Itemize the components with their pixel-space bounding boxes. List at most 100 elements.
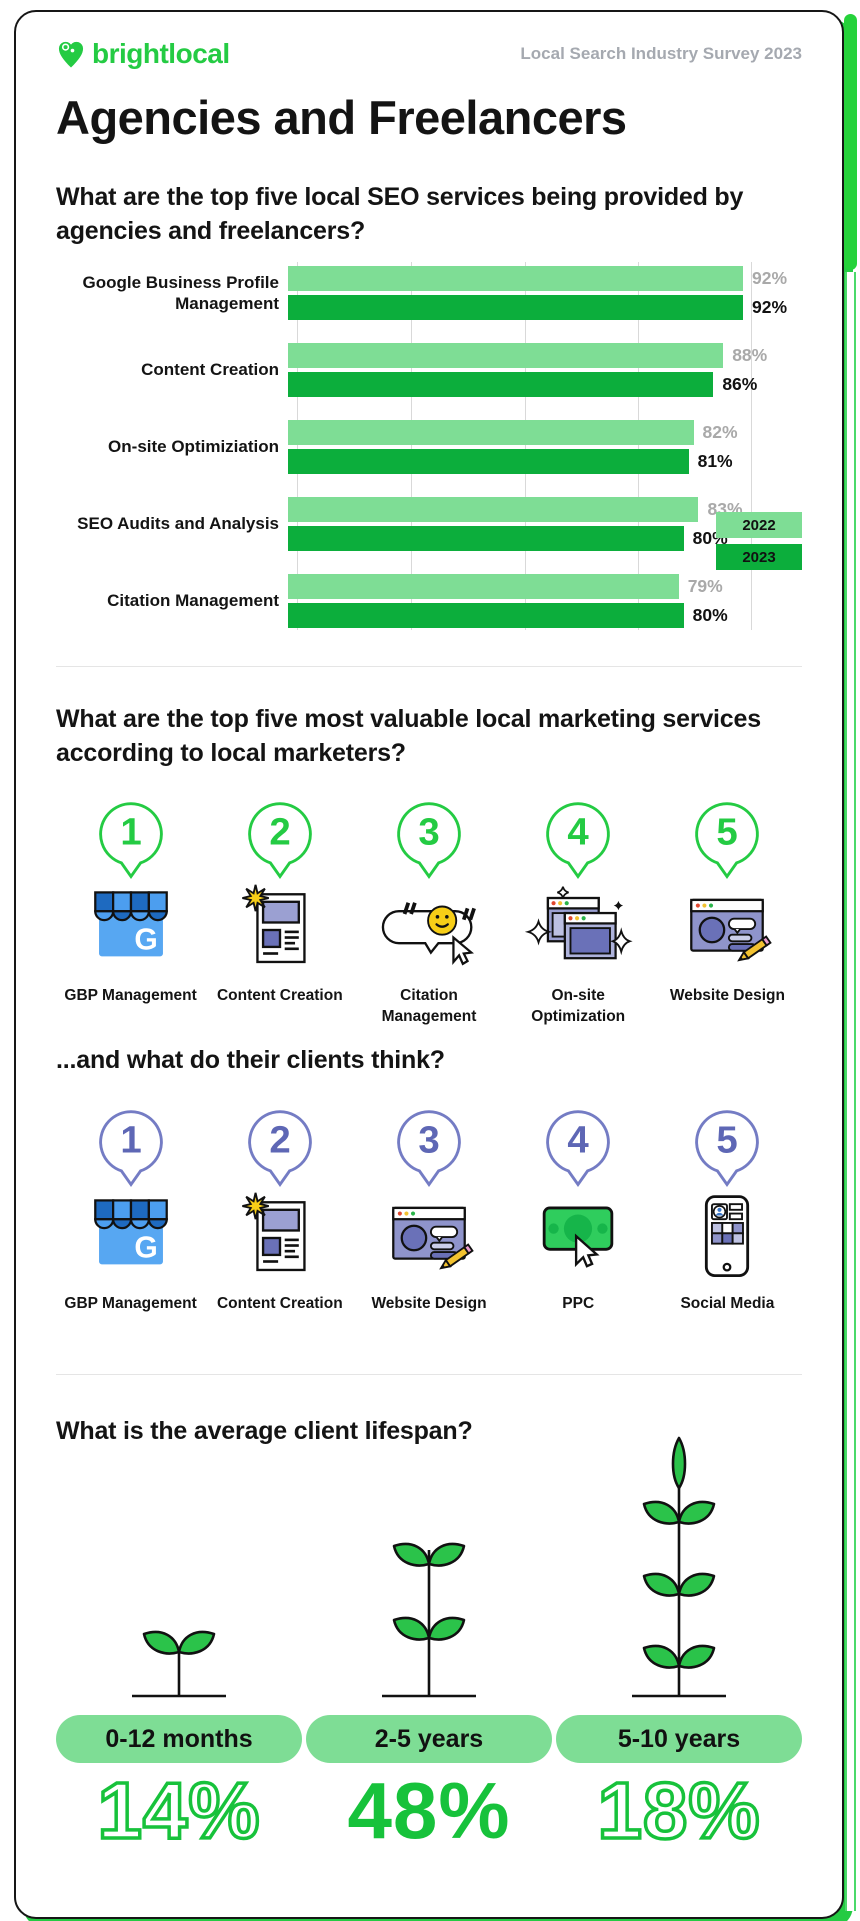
rank-5-pin-icon: 5 <box>695 1109 760 1187</box>
logo-wordmark: brightlocal <box>92 38 230 69</box>
rank-1-pin-icon: 1 <box>98 802 163 879</box>
large-plant-icon <box>632 1436 726 1698</box>
content-page-icon <box>241 884 306 964</box>
gridline <box>638 262 640 630</box>
rank-label: GBP Management <box>64 1294 197 1312</box>
legend-item-2023: 2023 <box>716 544 802 570</box>
lifespan-item-0-12-months: 0-12 months 14% <box>56 1606 302 1857</box>
website-pencil-icon <box>690 898 773 962</box>
section-divider <box>56 666 802 667</box>
rank-item-content-creation: 2 Content Creation <box>205 794 354 1028</box>
chart-gridlines <box>297 262 752 630</box>
svg-text:4: 4 <box>568 1118 590 1161</box>
scrollbar-track[interactable] <box>845 272 856 1911</box>
bar-row-2022: 82% <box>288 420 802 445</box>
rank-2-pin-icon: 2 <box>248 802 312 879</box>
rank-label: Social Media <box>680 1294 775 1312</box>
website-pencil-icon <box>392 1206 474 1269</box>
bar-value-2022: 88% <box>732 345 768 365</box>
section-divider <box>56 1373 802 1375</box>
svg-text:5: 5 <box>717 1118 738 1161</box>
rank-1-pin-icon: 1 <box>98 1109 163 1187</box>
valuable-question: What are the top five most valuable loca… <box>56 705 761 767</box>
content-page-icon <box>241 1192 306 1271</box>
small-plant-icon <box>132 1630 226 1698</box>
money-cursor-icon <box>542 1206 614 1268</box>
bar-2023 <box>288 526 684 551</box>
google-storefront-icon: G <box>93 891 168 957</box>
chart-group: Content Creation 88% 86% <box>56 343 802 397</box>
svg-text:3: 3 <box>418 1118 439 1161</box>
lifespan-row: 0-12 months 14% 2-5 years 48% <box>56 1426 802 1857</box>
bar-2022 <box>288 266 743 291</box>
bar-2023 <box>288 449 689 474</box>
chart-category-label: Citation Management <box>107 591 279 611</box>
bar-row-2023: 81% <box>288 449 802 474</box>
svg-text:5: 5 <box>717 811 738 854</box>
bar-row-2022: 92% <box>288 266 802 291</box>
scrollbar-thumb[interactable] <box>844 14 857 270</box>
header: brightlocal Local Search Industry Survey… <box>56 38 802 70</box>
lifespan-question: What is the average client lifespan? <box>56 1416 473 1445</box>
rank-3-pin-icon: 3 <box>397 802 461 879</box>
bar-row-2023: 92% <box>288 295 802 320</box>
rank-label: PPC <box>562 1294 595 1312</box>
rank-label: Citation Management <box>381 987 477 1025</box>
bar-value-2022: 92% <box>752 268 788 288</box>
lifespan-range-pill: 5-10 years <box>556 1715 802 1763</box>
bar-2023 <box>288 295 743 320</box>
rank-3-pin-icon: 3 <box>397 1109 461 1187</box>
citation-bubble-icon <box>381 902 476 966</box>
medium-plant-icon <box>382 1542 476 1698</box>
rank-5-pin-icon: 5 <box>695 802 760 879</box>
rank-label: Website Design <box>669 987 785 1004</box>
lifespan-percentage: 48% <box>347 1766 511 1855</box>
lifespan-item-5-10-years: 5-10 years 18% <box>556 1426 802 1857</box>
rank-item-gbp-management: 1 G GBP Management <box>56 794 205 1028</box>
bar-2022 <box>288 574 679 599</box>
rank-item-onsite-optimization: 4 On-site Optimization <box>504 794 653 1028</box>
svg-text:2: 2 <box>269 1118 290 1161</box>
rank-label: Content Creation <box>216 987 343 1004</box>
map-pin-heart-icon <box>56 38 86 70</box>
gridline <box>410 262 412 630</box>
lifespan-item-2-5-years: 2-5 years 48% <box>306 1516 552 1857</box>
bar-chart-rows: Google Business Profile Management 92% 92%… <box>56 266 802 628</box>
rank-item-content-creation: 2 Content Creation <box>205 1102 354 1336</box>
rank-item-website-design: 5 Website Design <box>653 794 802 1028</box>
rank-item-social-media: 5 Social Media <box>653 1102 802 1336</box>
bar-2022 <box>288 497 699 522</box>
rank-item-ppc: 4 PPC <box>504 1102 653 1336</box>
social-phone-icon <box>705 1194 750 1277</box>
chart-category-label: On-site Optimiziation <box>108 437 279 457</box>
chart-group: Google Business Profile Management 92% 92% <box>56 266 802 320</box>
chart-group: On-site Optimiziation 82% 81% <box>56 420 802 474</box>
bar-value-2023: 81% <box>697 451 733 471</box>
svg-text:1: 1 <box>120 1118 141 1161</box>
bar-row-2023: 86% <box>288 372 802 397</box>
svg-text:3: 3 <box>418 811 439 854</box>
svg-text:1: 1 <box>120 811 141 854</box>
rank-label: Website Design <box>371 1294 487 1312</box>
svg-text:2: 2 <box>269 811 290 854</box>
bar-row-2023: 80% <box>288 603 802 628</box>
lifespan-range-pill: 2-5 years <box>306 1715 552 1763</box>
clients-rank-row: 1 G GBP Management <box>56 1102 802 1336</box>
services-question: What are the top five local SEO services… <box>56 183 744 245</box>
svg-text:G: G <box>134 1231 157 1264</box>
chart-category-label: Google Business Profile Management <box>82 272 280 313</box>
rank-item-gbp-management: 1 G GBP Management <box>56 1102 205 1336</box>
gridline <box>297 262 298 630</box>
svg-text:4: 4 <box>568 811 590 854</box>
bar-chart: Google Business Profile Management 92% 92%… <box>56 262 802 630</box>
bar-value-2023: 80% <box>692 605 728 625</box>
rank-label: On-site Optimization <box>531 987 626 1025</box>
chart-category-label: Content Creation <box>141 360 279 380</box>
survey-label: Local Search Industry Survey 2023 <box>520 44 802 63</box>
lifespan-range-pill: 0-12 months <box>56 1715 302 1763</box>
rank-item-citation-management: 3 Citation Management <box>354 794 503 1028</box>
gridline <box>751 262 752 630</box>
lifespan-percentage: 18% <box>596 1764 762 1857</box>
